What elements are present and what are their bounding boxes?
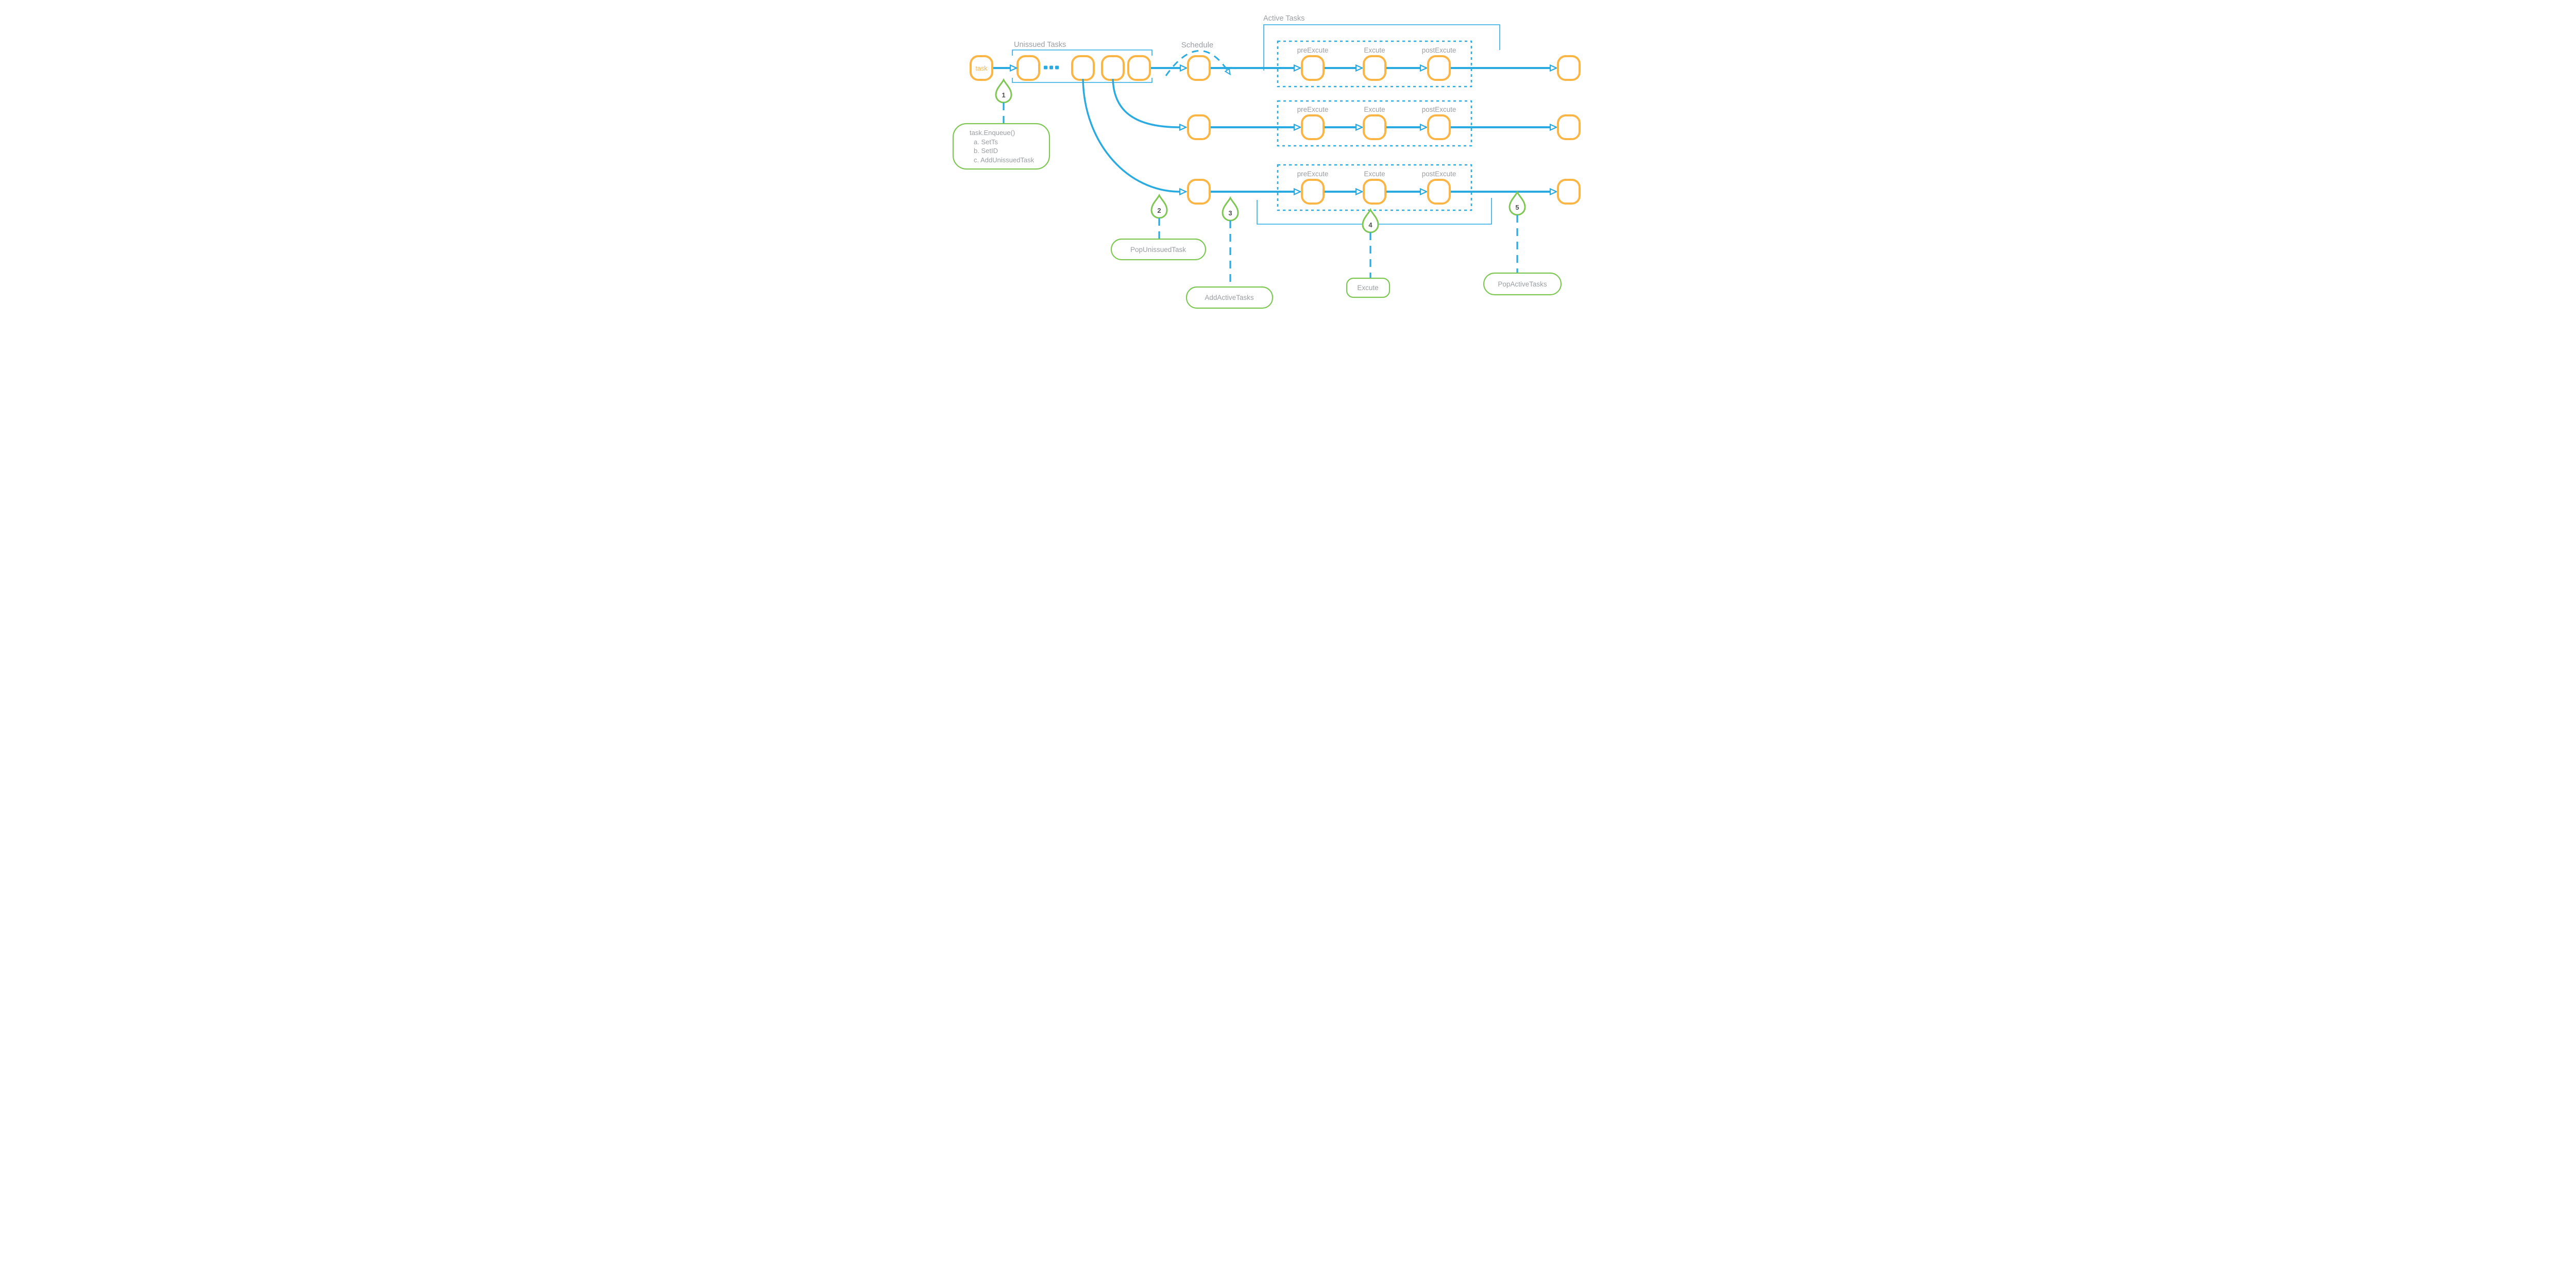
unissued-tasks-group: Unissued Tasks: [1012, 41, 1153, 83]
annotation-4: 4 Excute: [1346, 208, 1391, 298]
schedule-dashed-arc: [1165, 50, 1227, 76]
diagram-canvas: Unissued Tasks task Schedule Active Task…: [952, 14, 1581, 309]
scheduled-node: [1187, 114, 1211, 140]
schedule-group: Schedule: [1165, 41, 1227, 76]
unissued-top-bracket: [1012, 49, 1153, 56]
post-execute-label: postExcute: [1422, 106, 1456, 113]
ellipsis-dot-icon: [1049, 65, 1053, 70]
annotation-1: 1 task.Enqueue() a. SetTs b. SetID c. Ad…: [952, 78, 1050, 170]
pop-active-tasks-box: [1483, 272, 1562, 296]
active-tasks-label: Active Tasks: [1263, 14, 1304, 23]
done-node: [1557, 114, 1581, 140]
pre-execute-label: preExcute: [1297, 170, 1329, 178]
flow-row-3: preExcute Excute postExcute: [1082, 78, 1581, 211]
enqueue-line: task.Enqueue(): [970, 129, 1015, 137]
queue-node: [1101, 55, 1125, 81]
marker-1-number: 1: [1002, 91, 1005, 99]
pop-unissued-curve: [1112, 78, 1180, 127]
execute-label: Excute: [1364, 106, 1385, 113]
enqueue-line: a. SetTs: [974, 138, 998, 146]
queue-node: [1016, 55, 1040, 81]
pop-unissued-task-box: [1110, 238, 1207, 261]
queue-node: [1071, 55, 1095, 81]
marker-5-teardrop-icon: [1509, 190, 1526, 216]
done-node: [1557, 179, 1581, 205]
execute-node: [1363, 179, 1386, 205]
execute-node: [1363, 55, 1386, 81]
post-execute-node: [1427, 114, 1451, 140]
execute-label: Excute: [1364, 170, 1385, 178]
scheduled-node: [1187, 55, 1211, 81]
execute-callout-box: [1346, 277, 1391, 298]
post-execute-node: [1427, 179, 1451, 205]
execution-dashed-box: [1277, 100, 1472, 147]
marker-3-teardrop-icon: [1222, 196, 1239, 222]
add-active-tasks-box: [1185, 286, 1274, 309]
pre-execute-node: [1301, 179, 1325, 205]
scheduler-flow-diagram: Unissued Tasks task Schedule Active Task…: [891, 0, 1685, 327]
scheduled-node: [1187, 179, 1211, 205]
marker-2-number: 2: [1157, 207, 1161, 214]
execute-callout-label: Excute: [1357, 284, 1378, 292]
marker-3-number: 3: [1228, 209, 1232, 217]
enqueue-callout-box: [952, 123, 1050, 170]
execute-node: [1363, 114, 1386, 140]
pre-execute-label: preExcute: [1297, 106, 1329, 113]
queue-node: [1127, 55, 1151, 81]
enqueue-line: c. AddUnissuedTask: [974, 156, 1035, 164]
marker-4-number: 4: [1368, 221, 1372, 229]
annotation-3: 3 AddActiveTasks: [1185, 196, 1274, 309]
marker-5-number: 5: [1515, 204, 1519, 211]
task-node: [970, 55, 993, 81]
post-execute-label: postExcute: [1422, 46, 1456, 54]
execute-label: Excute: [1364, 46, 1385, 54]
flow-row-1: preExcute Excute postExcute: [1151, 40, 1581, 88]
marker-1-teardrop-icon: [995, 78, 1012, 104]
schedule-label: Schedule: [1181, 41, 1214, 49]
pre-execute-label: preExcute: [1297, 46, 1329, 54]
pop-active-tasks-label: PopActiveTasks: [1498, 280, 1547, 288]
pop-unissued-task-label: PopUnissuedTask: [1130, 246, 1186, 254]
annotation-5: 5 PopActiveTasks: [1483, 190, 1562, 296]
task-node-label: task: [976, 65, 988, 72]
done-node: [1557, 55, 1581, 81]
annotation-2: 2 PopUnissuedTask: [1110, 193, 1207, 261]
enqueue-line: b. SetID: [974, 147, 998, 155]
pre-execute-node: [1301, 114, 1325, 140]
task-source-group: task: [970, 55, 1010, 81]
active-tasks-top-bracket: [1263, 24, 1500, 71]
pop-unissued-curve: [1082, 78, 1180, 192]
ellipsis-dot-icon: [1044, 65, 1047, 70]
add-active-tasks-label: AddActiveTasks: [1205, 294, 1254, 301]
flow-row-2: preExcute Excute postExcute: [1112, 78, 1581, 147]
marker-4-teardrop-icon: [1362, 208, 1379, 233]
post-execute-label: postExcute: [1422, 170, 1456, 178]
execution-dashed-box: [1277, 164, 1472, 211]
post-execute-node: [1427, 55, 1451, 81]
execution-dashed-box: [1277, 40, 1472, 88]
unissued-tasks-label: Unissued Tasks: [1014, 41, 1066, 49]
marker-2-teardrop-icon: [1150, 193, 1168, 219]
pre-execute-node: [1301, 55, 1325, 81]
ellipsis-dot-icon: [1055, 65, 1059, 70]
